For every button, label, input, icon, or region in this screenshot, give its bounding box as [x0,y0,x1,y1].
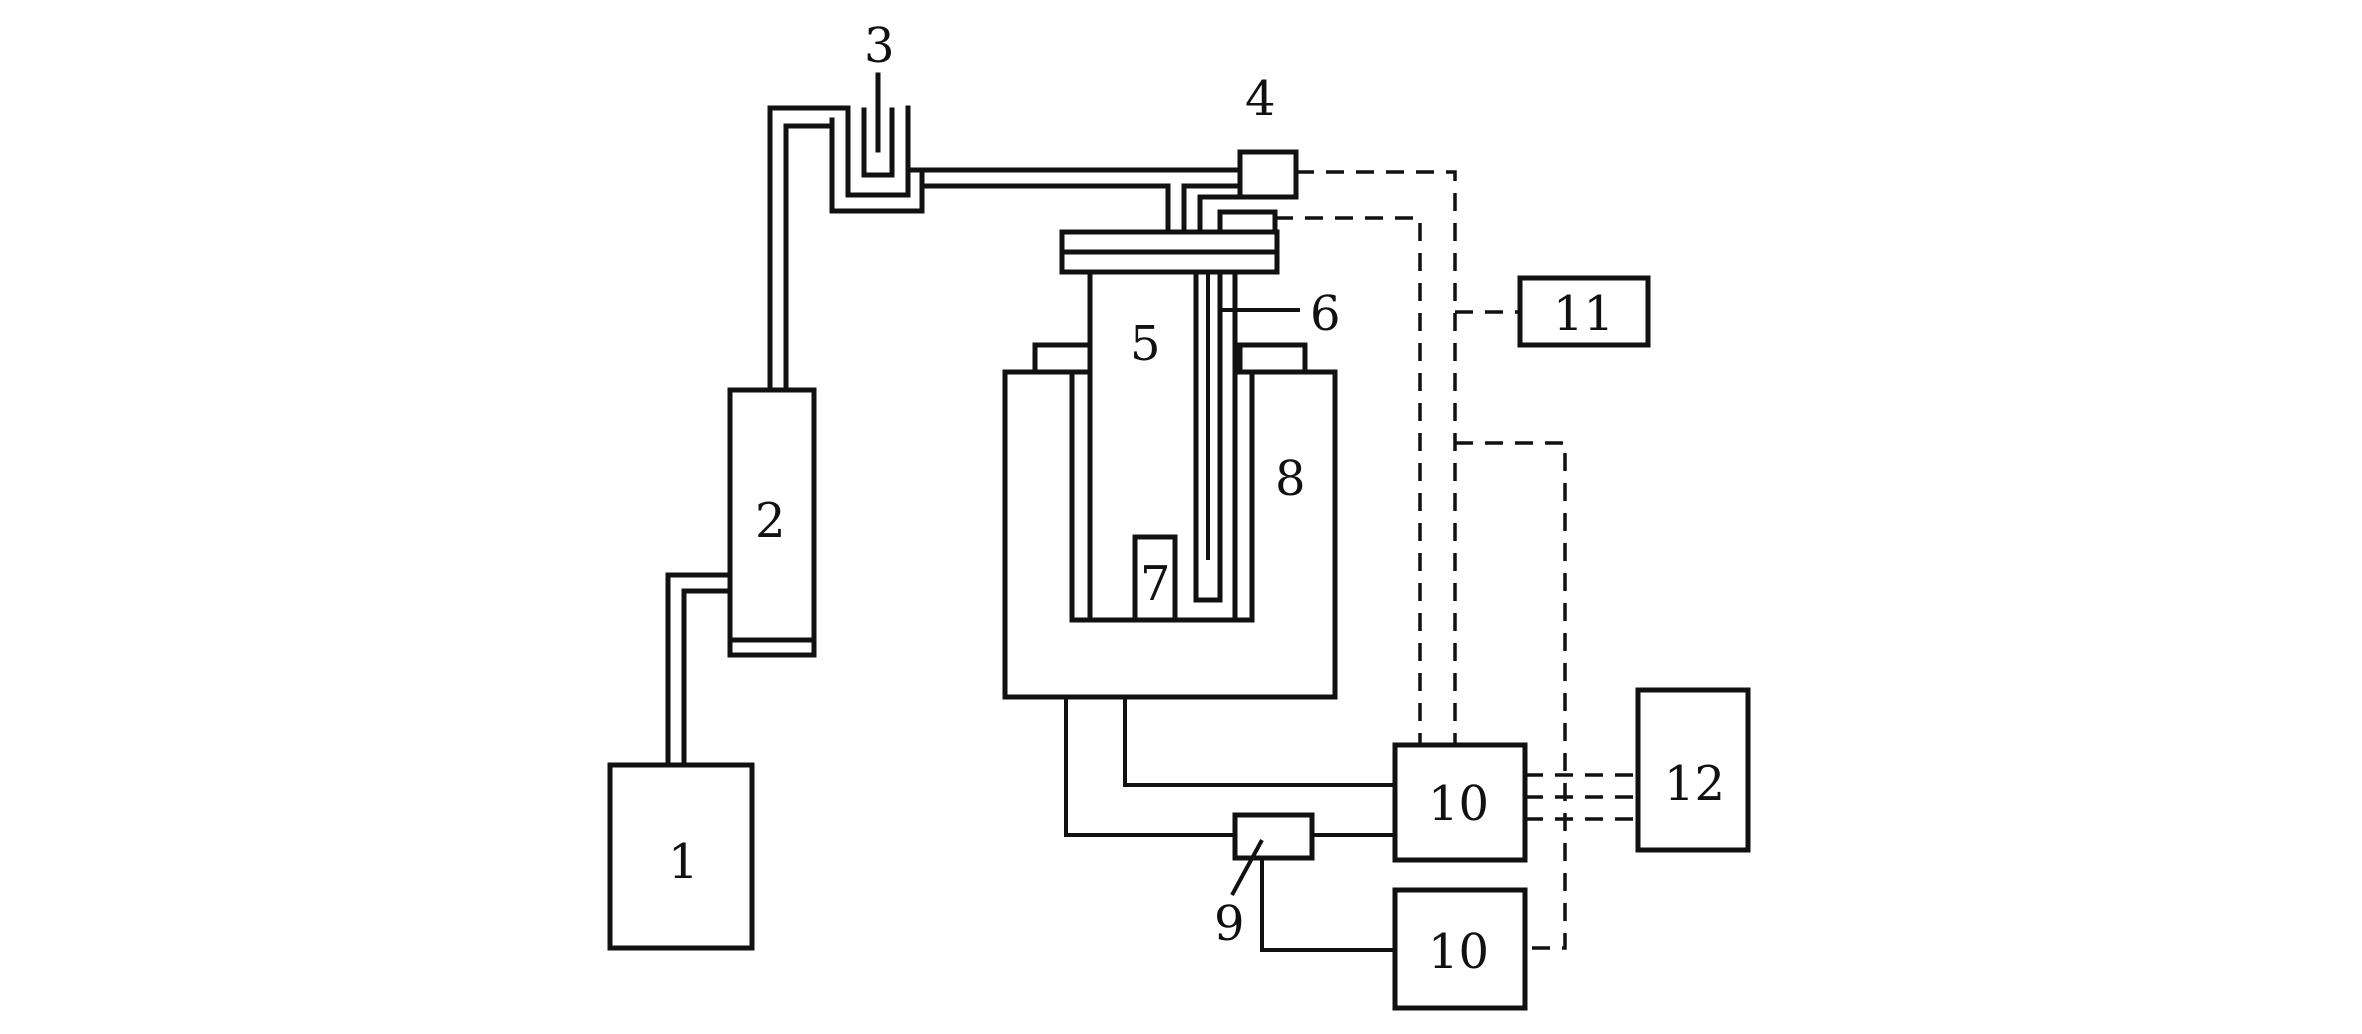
component-6-thermowell [1193,269,1223,603]
component-2-cylinder [727,387,817,658]
label-11: 11 [1553,286,1614,342]
signal-lines-dashed [1275,170,1638,950]
component-1-box [607,762,755,951]
component-9-relay [1232,812,1315,861]
component-12-recorder [1635,687,1751,853]
component-10-lower-controller [1392,887,1528,1011]
label-10-upper: 10 [1428,776,1489,832]
component-7-sample [1132,534,1178,623]
component-3-trap [829,72,925,214]
label-9: 9 [1214,896,1245,952]
label-3: 3 [864,18,895,74]
label-4: 4 [1245,71,1276,127]
label-8: 8 [1275,451,1306,507]
label-6: 6 [1310,286,1341,342]
component-10-upper-controller [1392,742,1528,863]
pipe-4-down [1197,194,1243,235]
label-1: 1 [668,834,699,890]
pipe-2-to-3 [767,105,851,393]
label-2: 2 [755,493,786,549]
component-4-valve [1237,149,1299,200]
label-12: 12 [1664,756,1725,812]
flange-top-fitting [1217,209,1278,235]
wire-9-to-10b [1260,858,1395,952]
pipe-1-to-2 [665,572,733,768]
label-10-lower: 10 [1428,924,1489,980]
wire-furnace-to-controllers [1064,697,1395,837]
label-5: 5 [1130,316,1161,372]
label-7: 7 [1140,556,1171,612]
furnace-lid-right [1237,342,1308,375]
reactor-flange [1059,229,1280,255]
leader-9 [1230,839,1264,896]
pipe-3-to-4 [905,167,1243,235]
furnace-lid-left [1032,342,1098,375]
reactor-flange-lower [1059,249,1280,275]
